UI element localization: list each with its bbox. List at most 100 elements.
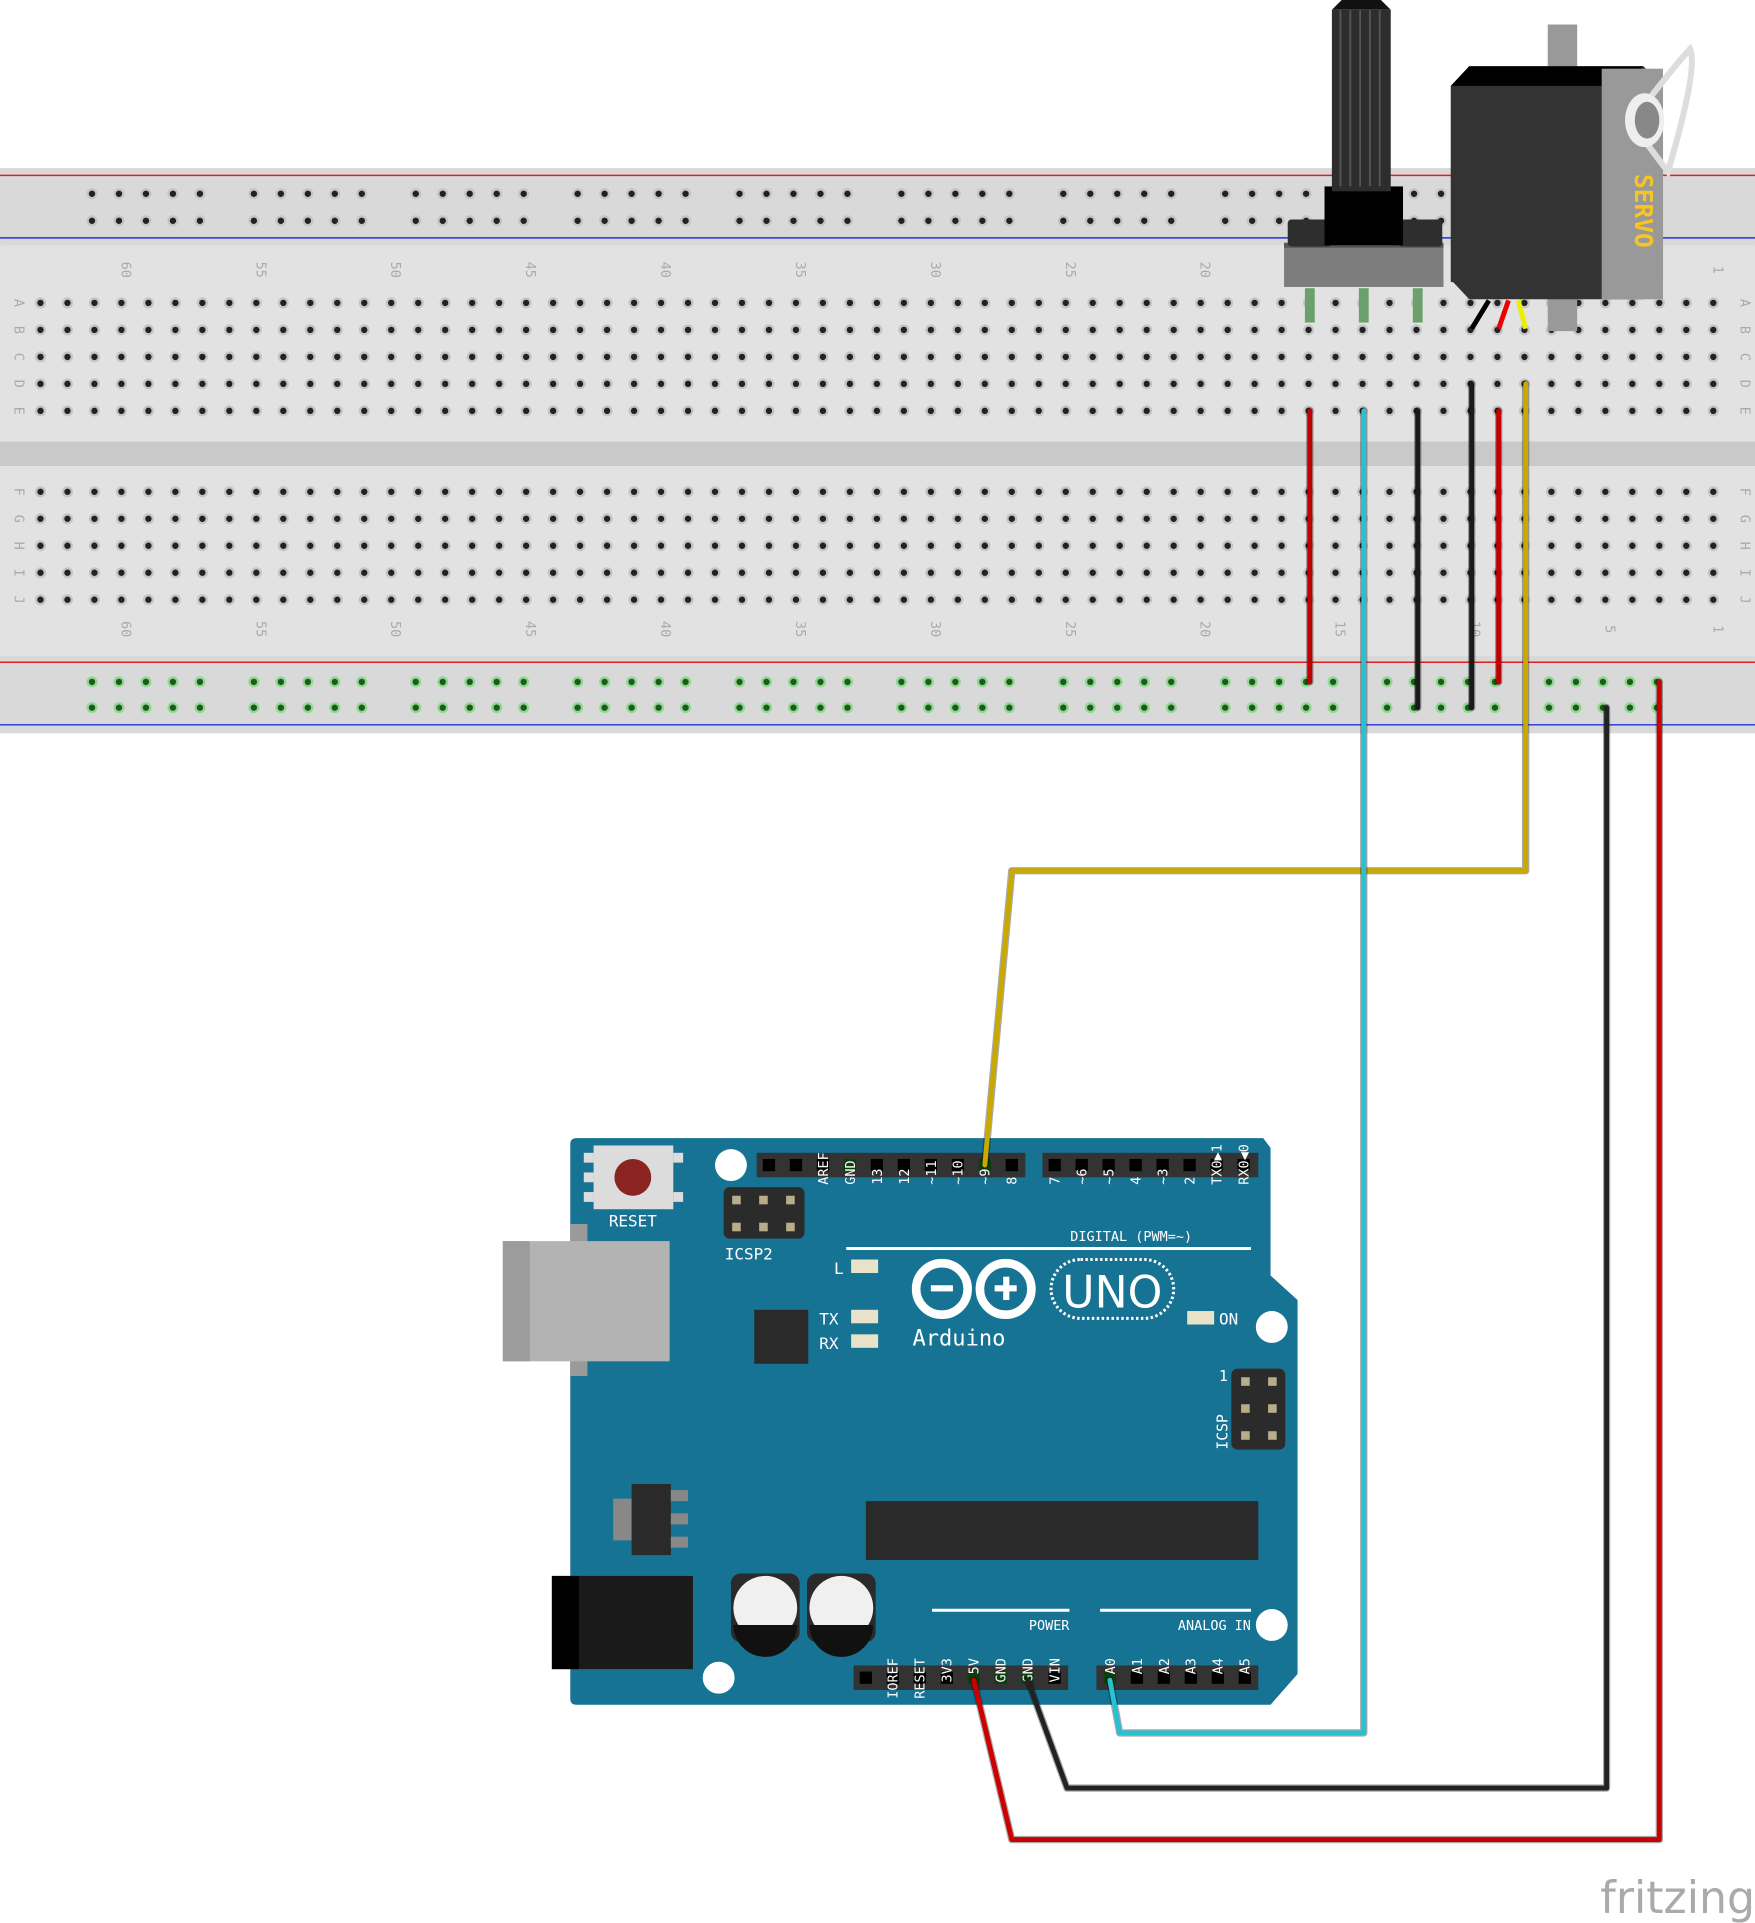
digital-pin[interactable] (789, 1158, 803, 1172)
rail-hole-center (250, 217, 258, 224)
breadboard-hole-center (954, 299, 962, 307)
digital-pin[interactable] (1156, 1158, 1169, 1172)
breadboard-hole-center (657, 326, 665, 334)
breadboard-hole-center (1116, 299, 1123, 307)
rail-hole-center (898, 678, 905, 686)
potentiometer[interactable] (1284, 0, 1444, 323)
breadboard-hole-center (280, 488, 287, 495)
breadboard-hole-center (1440, 380, 1447, 388)
digital-pin[interactable] (1183, 1158, 1196, 1172)
digital-pin[interactable] (1210, 1158, 1223, 1172)
breadboard-hole-center (630, 299, 638, 307)
rail-hole-center (142, 217, 150, 224)
led-on (1187, 1311, 1215, 1325)
rail-hole-center (1221, 678, 1229, 686)
power-pin[interactable] (886, 1671, 899, 1684)
power-pin[interactable] (940, 1671, 953, 1684)
analog-pin[interactable] (1130, 1671, 1144, 1684)
breadboard-hole-center (630, 407, 638, 415)
analog-pin[interactable] (1157, 1671, 1170, 1684)
breadboard-hole-center (468, 515, 476, 522)
breadboard-hole-center (1440, 542, 1447, 549)
digital-pin[interactable] (870, 1158, 884, 1172)
power-pin[interactable] (913, 1671, 926, 1684)
led-on-label: ON (1219, 1310, 1238, 1329)
servo-signal-to-d9[interactable] (982, 381, 1529, 1168)
digital-pin[interactable] (1005, 1158, 1018, 1172)
breadboard-hole-center (1521, 299, 1528, 307)
breadboard-hole-center (226, 542, 233, 549)
pot-signal-to-a0[interactable] (1107, 408, 1367, 1736)
breadboard-hole-center (361, 326, 368, 334)
breadboard-hole-center (172, 353, 179, 361)
power-pin[interactable] (859, 1671, 872, 1684)
rail-hole-center (790, 217, 797, 224)
breadboard-hole-center (388, 569, 395, 576)
column-number-label: 60 (117, 262, 133, 278)
breadboard-hole-center (145, 515, 152, 522)
rail-hole-center (1275, 217, 1283, 224)
breadboard-hole-center (576, 353, 584, 361)
breadboard-hole-center (1710, 569, 1717, 576)
power-pin[interactable] (1048, 1671, 1061, 1684)
breadboard-hole-center (495, 299, 503, 307)
gnd-to-rail[interactable] (1025, 705, 1610, 1791)
breadboard-hole-center (1170, 380, 1177, 388)
analog-pin[interactable] (1211, 1671, 1224, 1684)
rail-hole-center (952, 217, 959, 224)
digital-pin[interactable] (1129, 1158, 1142, 1172)
rail-hole-center (1329, 704, 1337, 711)
breadboard-hole-center (1602, 299, 1609, 307)
reset-button[interactable] (583, 1145, 684, 1210)
digital-pin[interactable] (1237, 1158, 1250, 1172)
breadboard-hole-center (91, 488, 98, 495)
breadboard-hole-center (1332, 596, 1339, 603)
digital-pin[interactable] (816, 1158, 830, 1172)
digital-pin[interactable] (1102, 1158, 1115, 1172)
breadboard-hole-center (118, 488, 125, 495)
breadboard-hole-center (334, 326, 341, 334)
breadboard-hole-center (576, 596, 584, 603)
breadboard-hole-center (603, 407, 611, 415)
rail-hole-center (574, 190, 581, 197)
digital-pin[interactable] (1048, 1158, 1061, 1172)
digital-pin[interactable] (843, 1158, 857, 1172)
rail-hole-center (88, 704, 96, 711)
row-letter-label: F (1736, 488, 1752, 496)
5v-to-rail[interactable] (971, 679, 1662, 1843)
breadboard-hole-center (1440, 515, 1447, 522)
analog-pin[interactable] (1184, 1671, 1197, 1684)
digital-pin[interactable] (762, 1158, 776, 1172)
usb-chip (754, 1309, 809, 1364)
power-pin[interactable] (967, 1671, 980, 1684)
breadboard-hole-center (765, 515, 773, 522)
rail-hole-center (1006, 704, 1013, 711)
digital-pin[interactable] (897, 1158, 910, 1172)
breadboard-hole-center (64, 515, 71, 522)
breadboard-hole-center (199, 569, 206, 576)
digital-pin-label: RX0◀0 (1236, 1144, 1252, 1185)
breadboard-hole-center (522, 542, 530, 549)
breadboard-hole-center (549, 569, 557, 576)
rail-hole-center (358, 190, 365, 197)
breadboard-hole-center (64, 542, 71, 549)
rail-hole-center (1060, 217, 1067, 224)
breadboard-hole-center (1332, 407, 1339, 415)
breadboard-hole-center (1197, 407, 1204, 415)
breadboard-hole-center (1332, 326, 1339, 334)
rail-hole-center (358, 678, 365, 686)
breadboard-hole-center (91, 515, 98, 522)
breadboard-hole-center (145, 542, 152, 549)
servo-motor[interactable]: SERVO (1450, 24, 1695, 332)
power-pin[interactable] (994, 1671, 1007, 1684)
breadboard-hole-center (199, 596, 206, 603)
digital-pin[interactable] (924, 1158, 937, 1172)
breadboard-hole-center (1089, 299, 1096, 307)
breadboard-hole-center (684, 326, 692, 334)
digital-pin[interactable] (951, 1158, 964, 1172)
digital-pin[interactable] (1075, 1158, 1088, 1172)
analog-pin[interactable] (1238, 1671, 1251, 1684)
breadboard-hole-center (981, 380, 988, 388)
